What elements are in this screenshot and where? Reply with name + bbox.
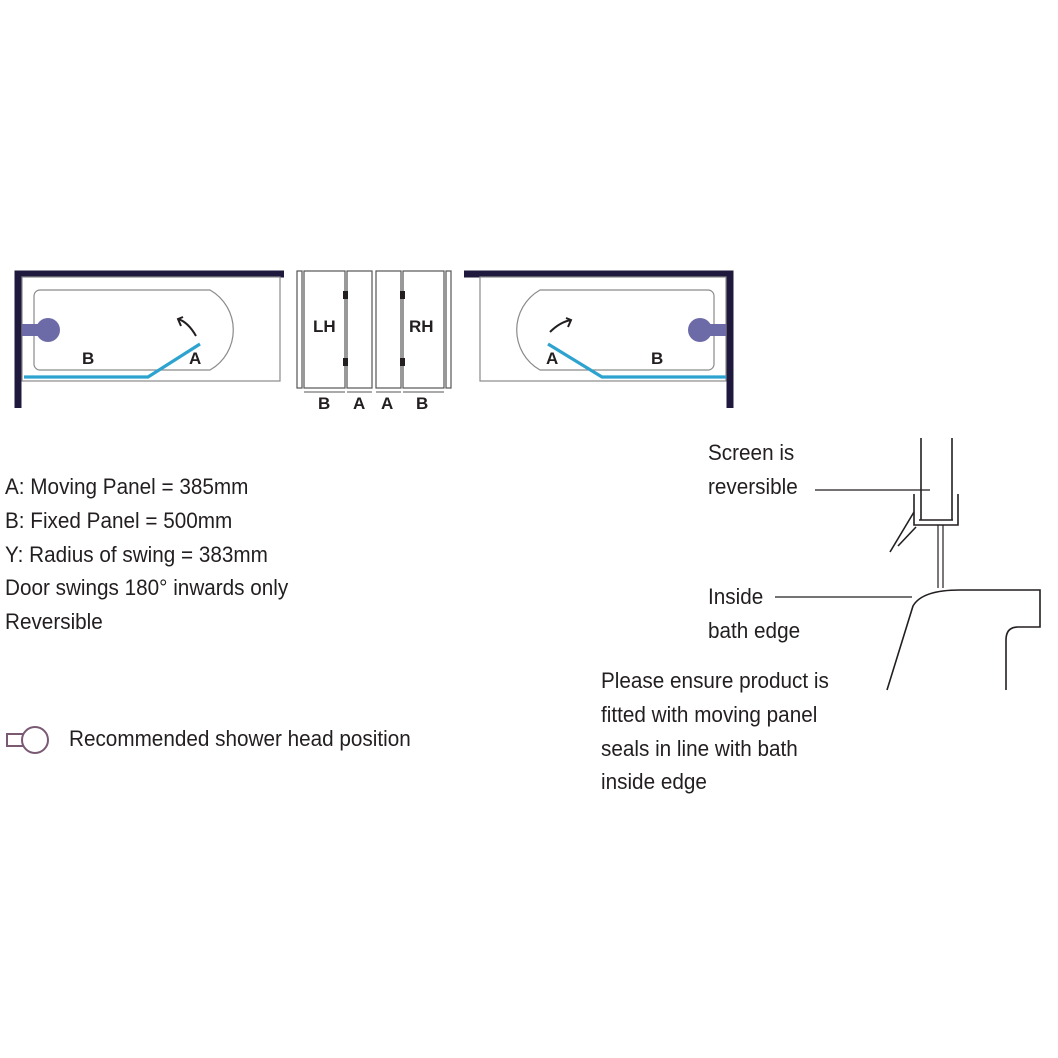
- right-label-a: A: [546, 349, 558, 368]
- right-swing-arrow-head: [565, 317, 573, 328]
- left-bath-outline: [21, 276, 281, 382]
- right-wall: [464, 270, 734, 408]
- lh-hinge-bottom: [343, 358, 348, 366]
- spec-swing-direction: Door swings 180° inwards only: [5, 575, 289, 601]
- fitting-note-line-1: Please ensure product is: [601, 668, 829, 693]
- right-swing-arrow-icon: [549, 319, 572, 333]
- lh-hinge-top: [343, 291, 348, 299]
- screen-reversible-label: Screen is reversible: [708, 436, 798, 504]
- screen-elevations: [296, 270, 452, 389]
- rh-end-strip: [445, 270, 452, 389]
- spec-reversible: Reversible: [5, 609, 103, 635]
- left-swing-arrow-head: [176, 316, 184, 327]
- fitting-note: Please ensure product is fitted with mov…: [601, 664, 829, 799]
- width-label-a-right: A: [381, 394, 393, 413]
- legend-shower-head-icon: [6, 726, 49, 754]
- right-bath-basin: [516, 289, 715, 371]
- rh-label: RH: [409, 317, 434, 336]
- screen-label-line-2: reversible: [708, 473, 798, 499]
- seal-deflector-inner: [897, 526, 917, 547]
- fitting-note-line-4: inside edge: [601, 769, 707, 795]
- bath-edge-label: Inside bath edge: [708, 580, 800, 648]
- spec-swing-radius: Y: Radius of swing = 383mm: [5, 541, 268, 567]
- spec-fixed-panel: B: Fixed Panel = 500mm: [5, 507, 233, 533]
- left-screen-panels: [24, 342, 201, 379]
- left-bath-basin: [33, 289, 234, 371]
- right-screen-panels: [547, 342, 726, 379]
- seal-deflector-outer: [889, 511, 915, 553]
- fitting-note-line-2: fitted with moving panel: [601, 701, 818, 727]
- screen-label-line-1: Screen is: [708, 440, 795, 465]
- bath-label-line-2: bath edge: [708, 617, 801, 643]
- seal-channel: [913, 494, 959, 526]
- width-label-b-right: B: [416, 394, 428, 413]
- rh-fixed-panel: [402, 270, 445, 389]
- spec-list: A: Moving Panel = 385mm B: Fixed Panel =…: [5, 470, 313, 639]
- section-detail: [775, 438, 1041, 691]
- drip-seal: [937, 525, 944, 588]
- width-label-a-left: A: [353, 394, 365, 413]
- left-swing-arrow-icon: [177, 318, 197, 337]
- spec-moving-panel: A: Moving Panel = 385mm: [5, 474, 249, 499]
- rh-moving-panel: [375, 270, 402, 389]
- width-label-b-left: B: [318, 394, 330, 413]
- lh-moving-panel: [346, 270, 373, 389]
- lh-end-strip: [296, 270, 303, 389]
- legend-text: Recommended shower head position: [69, 726, 411, 751]
- left-label-b: B: [82, 349, 94, 368]
- fitting-note-line-3: seals in line with bath: [601, 735, 798, 761]
- rh-hinge-bottom: [400, 358, 405, 366]
- left-label-a: A: [189, 349, 201, 368]
- bath-label-line-1: Inside: [708, 584, 764, 609]
- lh-fixed-panel: [303, 270, 346, 389]
- right-label-b: B: [651, 349, 663, 368]
- left-wall: [14, 270, 284, 408]
- right-bath-plan: A B: [464, 270, 734, 408]
- left-shower-head-icon: [36, 318, 60, 342]
- bath-edge-profile: [886, 589, 1041, 691]
- rh-hinge-top: [400, 291, 405, 299]
- lh-label: LH: [313, 317, 336, 336]
- left-bath-plan: B A: [14, 270, 284, 408]
- right-shower-head-icon: [688, 318, 712, 342]
- hinges: [343, 291, 405, 366]
